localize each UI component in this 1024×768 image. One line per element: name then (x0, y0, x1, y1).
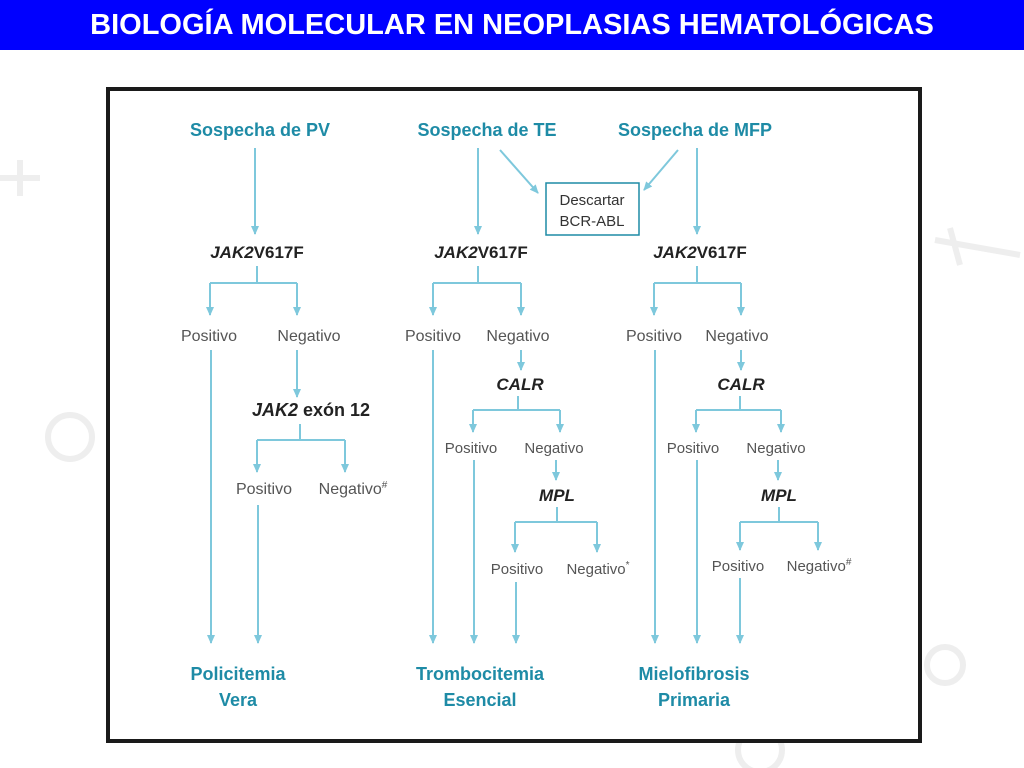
node-te-mpl: MPL (539, 486, 575, 505)
mfp-positivo-label: Positivo (626, 328, 682, 345)
node-mfp-mpl: MPL (761, 486, 797, 505)
mfp-calr-positivo-label: Positivo (667, 440, 720, 457)
te-positivo-label: Positivo (405, 328, 461, 345)
title-bar: BIOLOGÍA MOLECULAR EN NEOPLASIAS HEMATOL… (0, 0, 1024, 50)
page-title: BIOLOGÍA MOLECULAR EN NEOPLASIAS HEMATOL… (90, 9, 934, 41)
arrow-mfp-to-discard (643, 149, 679, 191)
watermark-mark-left (0, 160, 40, 196)
te-mpl-negativo-label: Negativo* (566, 560, 629, 578)
result-te-line2: Esencial (443, 690, 516, 710)
te-negativo-label: Negativo (486, 328, 549, 345)
result-pv-line2: Vera (219, 690, 258, 710)
background-watermark (0, 160, 1021, 768)
watermark-circle-right (924, 644, 966, 686)
watermark-circle-left (45, 412, 95, 462)
connectors (206, 148, 822, 644)
pv-exon-negativo-label: Negativo# (319, 480, 388, 498)
heading-te: Sospecha de TE (417, 120, 556, 140)
discard-box (545, 182, 640, 236)
pv-negativo-label: Negativo (277, 328, 340, 345)
te-calr-positivo-label: Positivo (445, 440, 498, 457)
te-mpl-positivo-label: Positivo (491, 561, 544, 578)
te-calr-negativo-label: Negativo (524, 440, 583, 457)
flowchart-panel (106, 87, 922, 743)
pv-positivo-label: Positivo (181, 328, 237, 345)
result-mfp-line2: Primaria (658, 690, 731, 710)
node-pv-jak2-exon12: JAK2 exón 12 (252, 400, 370, 420)
node-mfp-jak2v617f: JAK2V617F (653, 243, 747, 262)
result-mfp-line1: Mielofibrosis (638, 664, 749, 684)
discard-box-line1: Descartar (559, 192, 624, 209)
mfp-mpl-positivo-label: Positivo (712, 558, 765, 575)
arrow-te-to-discard (499, 149, 539, 194)
result-te-line1: Trombocitemia (416, 664, 545, 684)
node-te-jak2v617f: JAK2V617F (434, 243, 528, 262)
result-pv-line1: Policitemia (190, 664, 286, 684)
discard-box-line2: BCR-ABL (559, 213, 624, 230)
mfp-negativo-label: Negativo (705, 328, 768, 345)
pv-exon-positivo-label: Positivo (236, 481, 292, 498)
watermark-shapes (0, 160, 1021, 768)
node-mfp-calr: CALR (717, 375, 765, 394)
mfp-calr-negativo-label: Negativo (746, 440, 805, 457)
watermark-mark-right (934, 227, 1021, 266)
heading-pv: Sospecha de PV (190, 120, 330, 140)
node-pv-jak2v617f: JAK2V617F (210, 243, 304, 262)
heading-mfp: Sospecha de MFP (618, 120, 772, 140)
mfp-mpl-negativo-label: Negativo# (787, 557, 852, 575)
node-te-calr: CALR (496, 375, 544, 394)
